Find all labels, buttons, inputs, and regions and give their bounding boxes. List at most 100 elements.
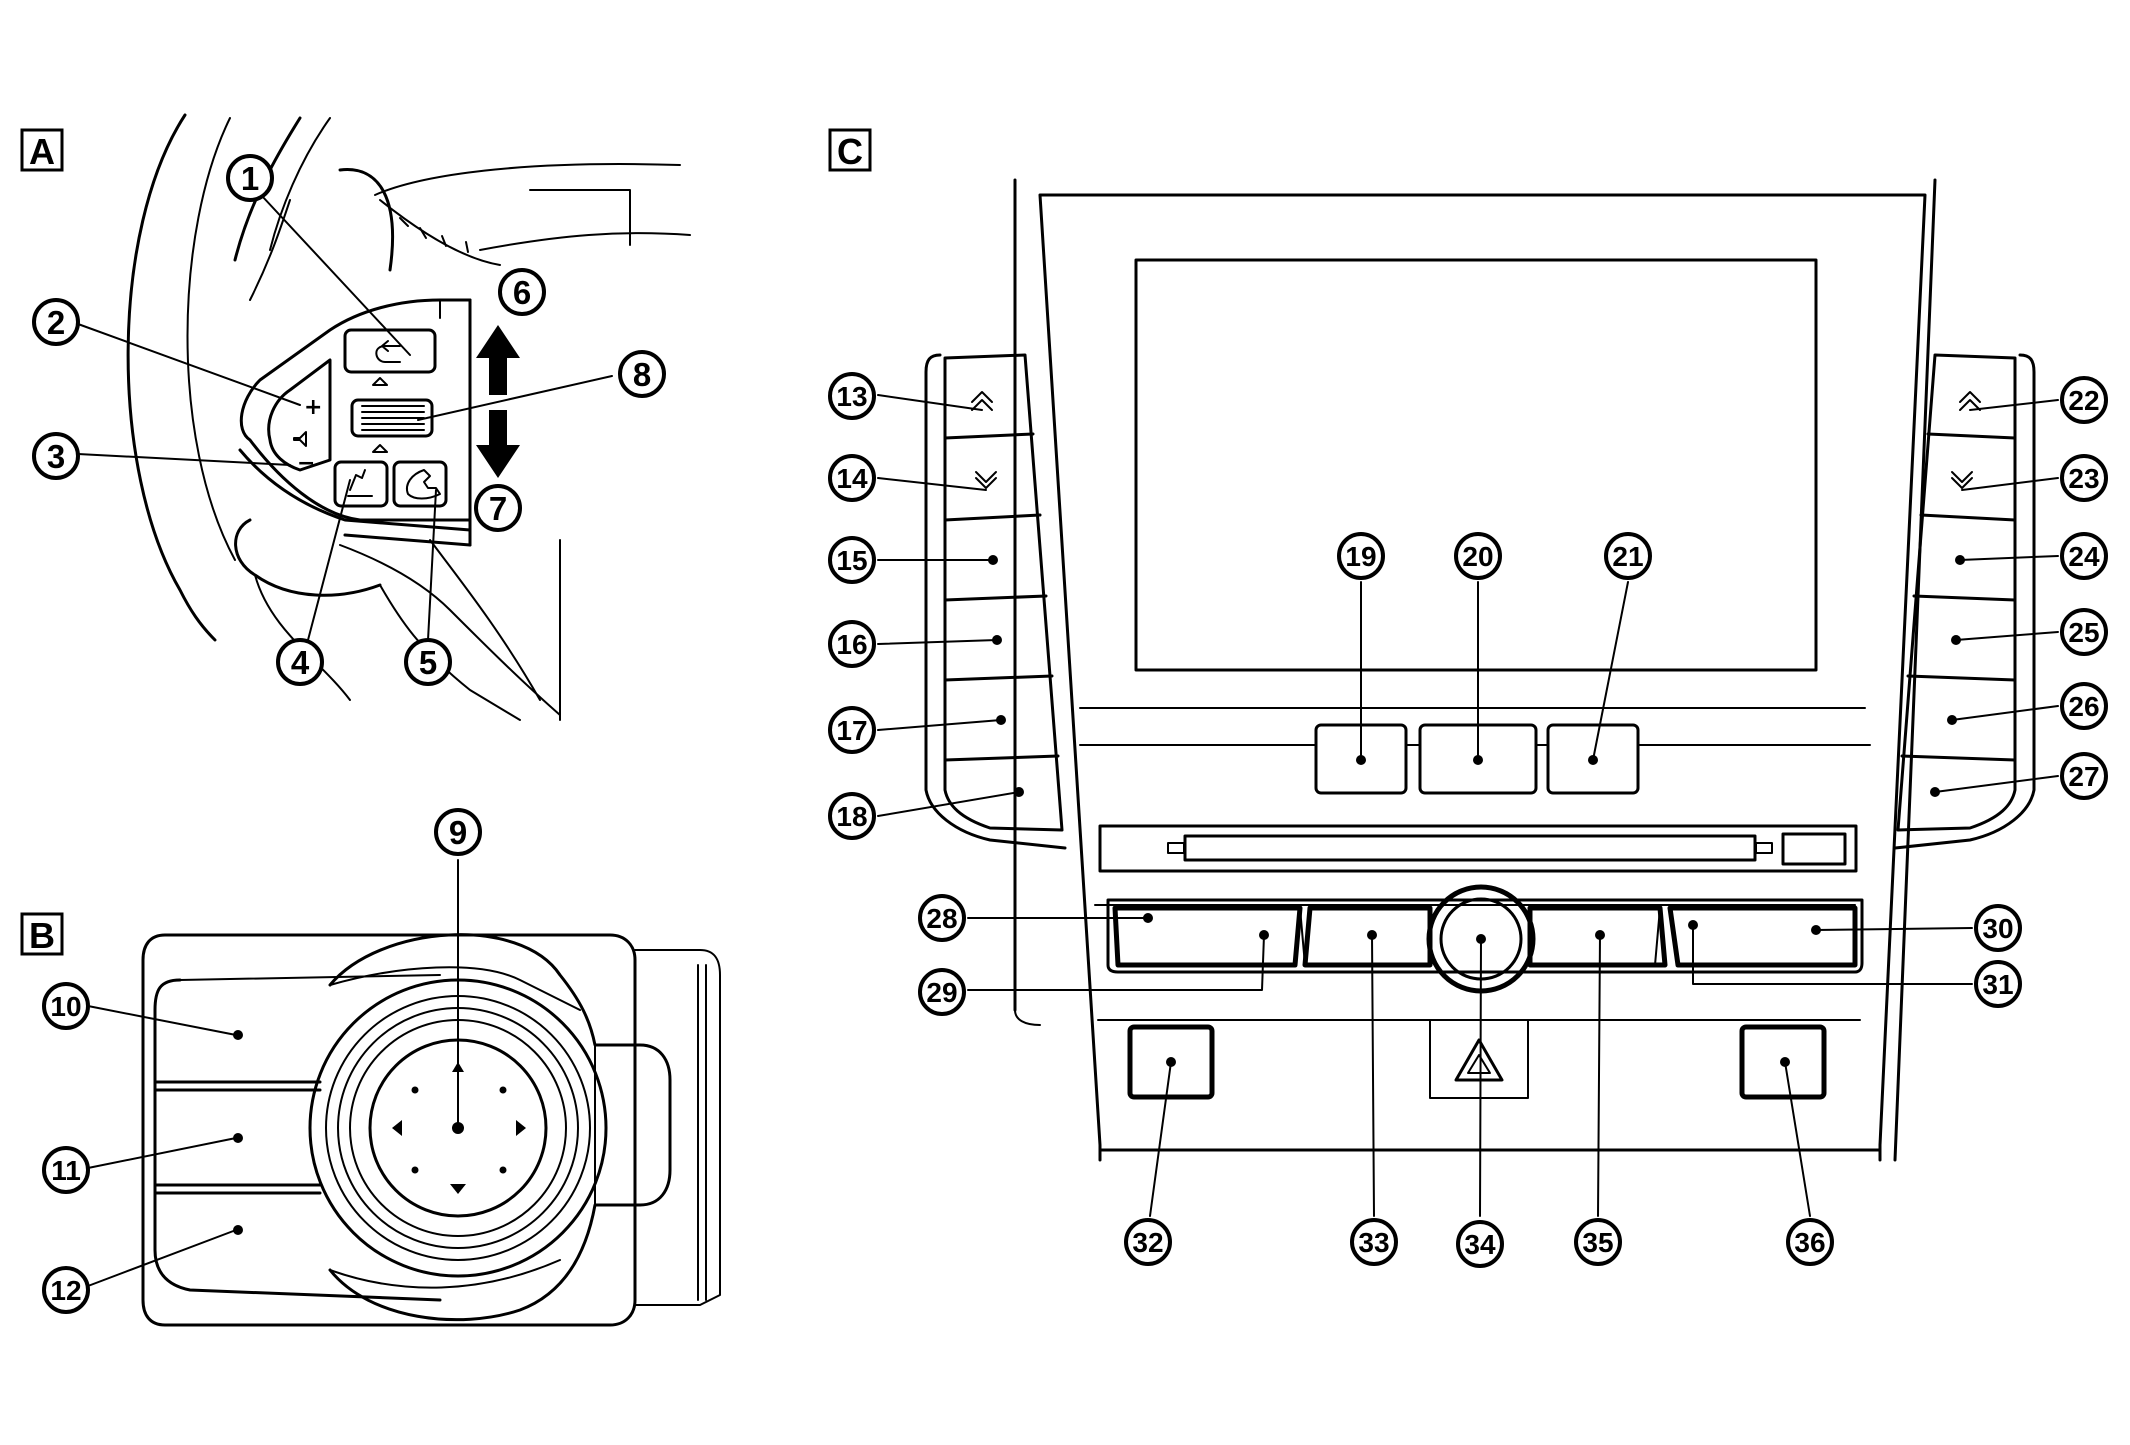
leader-line-25 <box>1955 631 2059 641</box>
callout-32: 32 <box>1124 1218 1172 1266</box>
panel-a-steering-switches: A + − <box>20 113 691 721</box>
callout-circle <box>2060 376 2108 424</box>
button-33[interactable] <box>1302 905 1433 968</box>
leader-line-22 <box>1969 399 2059 411</box>
callout-number: 18 <box>836 801 867 832</box>
callout-number: 25 <box>2068 617 2099 648</box>
callout-circle <box>42 982 90 1030</box>
leader-line-12 <box>87 1229 237 1287</box>
callout-7: 7 <box>474 484 522 532</box>
callout-31: 31 <box>1974 960 2022 1008</box>
knob-left-arrow-icon <box>392 1120 402 1136</box>
callout-number: 23 <box>2068 463 2099 494</box>
button-30[interactable] <box>1667 905 1858 968</box>
callout-27: 27 <box>2060 752 2108 800</box>
hazard-triangle-inner <box>1467 1054 1491 1074</box>
controller-button-12[interactable] <box>160 1196 310 1286</box>
left-stack-dividers <box>943 432 1060 762</box>
leader-line-13 <box>877 394 983 411</box>
callout-number: 12 <box>50 1275 81 1306</box>
callout-number: 4 <box>291 644 310 681</box>
button-35[interactable] <box>1527 905 1668 968</box>
down-arrow-icon <box>476 410 520 478</box>
leader-line-1 <box>261 195 411 356</box>
callout-number: 3 <box>47 438 65 475</box>
dashboard-line <box>479 232 691 251</box>
callout-5: 5 <box>404 638 452 686</box>
hand-outline <box>379 584 521 721</box>
instrument-cluster-box <box>529 189 631 246</box>
callout-36: 36 <box>1786 1218 1834 1266</box>
leader-line-35 <box>1597 934 1601 1217</box>
panel-label-box-a <box>20 128 64 172</box>
right-stack-outline <box>1893 353 2036 850</box>
button-10-dot <box>233 1030 243 1040</box>
display-screen[interactable] <box>1134 258 1818 672</box>
callout-number: 13 <box>836 381 867 412</box>
callout-26: 26 <box>2060 682 2108 730</box>
callout-circle <box>828 792 876 840</box>
right-stack-dividers <box>1900 432 2017 762</box>
button-strip-outline <box>153 978 442 1302</box>
leader-line-3 <box>77 453 291 466</box>
phone-button[interactable] <box>392 460 448 508</box>
leader-line-14 <box>877 477 987 491</box>
console-frame-right <box>1893 178 1937 1162</box>
leader-line-18 <box>877 791 1020 817</box>
volume-rocker[interactable] <box>267 358 332 472</box>
leader-line-23 <box>1961 477 2059 491</box>
callout-number: 16 <box>836 629 867 660</box>
knob-collar-line <box>329 1259 561 1289</box>
knob-dot <box>499 1086 507 1094</box>
eject-button[interactable] <box>1781 832 1847 866</box>
button-36[interactable] <box>1739 1024 1827 1100</box>
callout-number: 10 <box>50 991 81 1022</box>
chevron-up-icon <box>1959 391 1981 411</box>
button-27[interactable] <box>1902 762 2014 828</box>
panel-b-controller: B <box>20 859 721 1327</box>
back-button[interactable] <box>343 328 437 374</box>
callout-circle <box>828 706 876 754</box>
button-32[interactable] <box>1127 1024 1215 1100</box>
callout-3: 3 <box>32 432 80 480</box>
leader-line-17 <box>877 719 1002 731</box>
button-28[interactable] <box>1112 905 1303 968</box>
panel-label-box-b <box>20 912 64 956</box>
leader-line-27 <box>1934 775 2059 793</box>
callout-number: 31 <box>1982 969 2013 1000</box>
panel-label-c: C <box>837 131 863 172</box>
knob-center-dot <box>452 1122 464 1134</box>
voice-recognition-button[interactable] <box>333 460 389 508</box>
callout-circle <box>42 1146 90 1194</box>
leader-line-2 <box>77 323 301 406</box>
knob-dot <box>411 1166 419 1174</box>
scroll-down-indicator <box>372 444 388 453</box>
left-stack-outline <box>924 353 1067 850</box>
callout-number: 1 <box>241 160 259 197</box>
panel-label-a: A <box>29 131 55 172</box>
phone-icon <box>406 469 441 500</box>
callout-number: 7 <box>489 490 507 527</box>
callout-20: 20 <box>1454 532 1502 580</box>
knob-down-arrow-icon <box>450 1184 466 1194</box>
volume-down-minus: − <box>297 451 315 476</box>
leader-line-31 <box>1692 924 1973 985</box>
callout-circle <box>2060 454 2108 502</box>
hazard-button[interactable] <box>1429 1019 1529 1099</box>
back-arrow-icon <box>375 340 401 363</box>
callout-4: 4 <box>276 638 324 686</box>
callout-number: 26 <box>2068 691 2099 722</box>
callout-25: 25 <box>2060 608 2108 656</box>
callout-21: 21 <box>1604 532 1652 580</box>
callout-number: 29 <box>926 977 957 1008</box>
knob-dot <box>411 1086 419 1094</box>
callout-circle <box>2060 682 2108 730</box>
cd-slot[interactable] <box>1183 834 1757 862</box>
callout-circle <box>474 484 522 532</box>
leader-line-5 <box>427 489 437 641</box>
callout-circle <box>42 1266 90 1314</box>
button-divider <box>153 1080 322 1092</box>
callout-8: 8 <box>618 350 666 398</box>
button-26[interactable] <box>1909 682 2014 758</box>
